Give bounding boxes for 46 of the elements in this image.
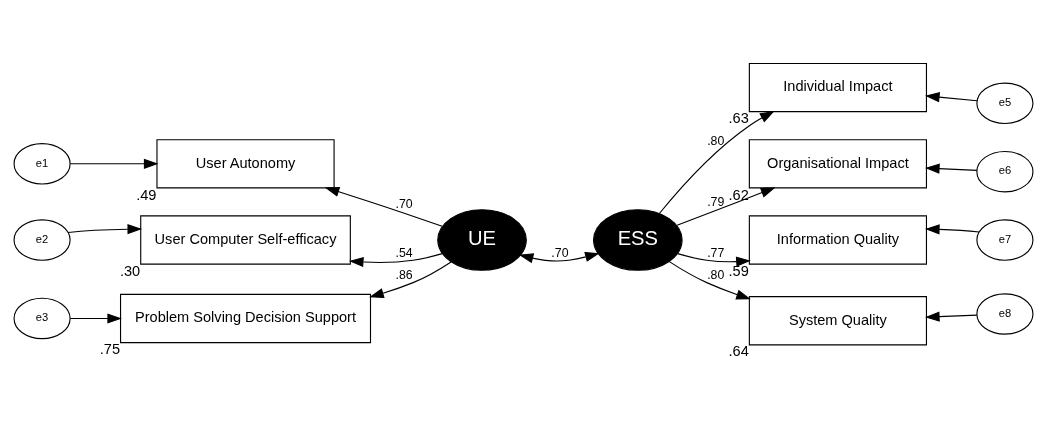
node-label: .49	[136, 186, 157, 203]
node-ellipse: e3	[13, 297, 71, 339]
node-ellipse: e5	[976, 82, 1034, 124]
node-label: .59	[728, 262, 749, 279]
node-label: .64	[728, 342, 749, 359]
node-box: Organisational Impact	[748, 138, 927, 188]
edge-label: .80	[707, 267, 725, 282]
arrow	[324, 186, 443, 227]
arrow	[69, 312, 122, 324]
arrow	[369, 260, 452, 298]
edge-label: .79	[707, 194, 725, 209]
node-box: System Quality	[748, 295, 927, 345]
arrow	[348, 252, 443, 267]
arrow	[518, 251, 600, 263]
node-ellipse: ESS	[593, 208, 683, 271]
node-box: User Autonomy	[156, 138, 335, 188]
arrow	[925, 91, 978, 102]
node-box: Individual Impact	[748, 62, 927, 112]
node-box: Problem Solving Decision Support	[120, 293, 372, 343]
arrow	[69, 158, 159, 169]
node-ellipse: e7	[976, 218, 1034, 261]
node-ellipse: e8	[976, 292, 1034, 335]
node-box: Information Quality	[748, 214, 927, 265]
node-ellipse: UE	[437, 208, 527, 271]
edge-label: .70	[395, 196, 413, 211]
arrow	[668, 260, 751, 299]
edge-label: .54	[395, 245, 413, 260]
node-label: .63	[728, 109, 749, 126]
arrow	[677, 252, 751, 267]
node-ellipse: e6	[976, 150, 1034, 192]
edge-label: .77	[707, 245, 725, 260]
edge-label: .70	[551, 245, 569, 260]
arrow	[925, 163, 978, 174]
node-ellipse: e2	[13, 218, 71, 261]
arrow	[67, 223, 143, 234]
node-label: .75	[99, 340, 121, 357]
edge-label: .80	[707, 133, 725, 148]
node-label: .30	[119, 262, 141, 279]
edge-label: .86	[395, 267, 413, 282]
node-label: .62	[728, 186, 749, 203]
node-box: User Computer Self-efficacy	[140, 214, 351, 265]
arrow	[676, 186, 776, 226]
node-ellipse: e1	[13, 142, 71, 185]
arrow	[658, 110, 775, 214]
arrow	[925, 311, 978, 322]
arrow	[925, 223, 980, 234]
